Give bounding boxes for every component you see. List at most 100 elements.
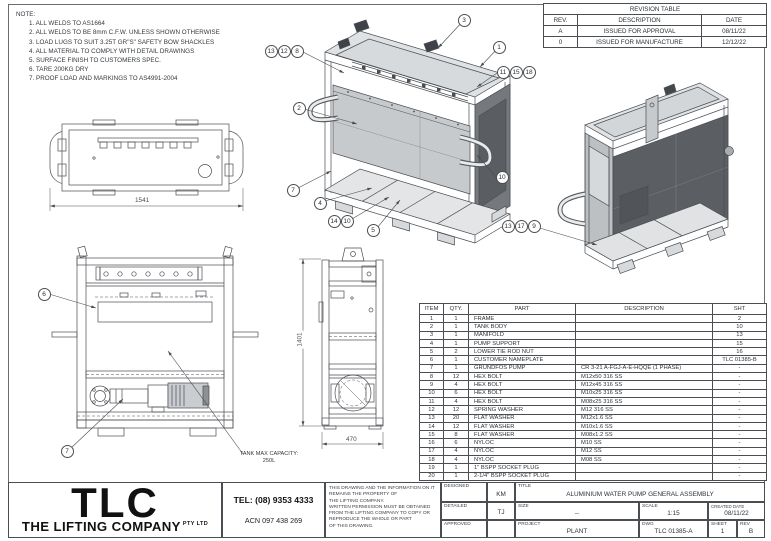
- bom-qty: 1: [443, 471, 469, 481]
- bom-row: 10 6 HEX BOLT M10x25 316 SS -: [419, 388, 767, 398]
- bom-description: M12x45 316 SS: [575, 380, 713, 390]
- balloon-callout: 3: [457, 13, 471, 27]
- qty-col-header: QTY.: [443, 303, 469, 315]
- bom-sht: 16: [712, 347, 767, 357]
- callout-leaders: [48, 19, 598, 455]
- revision-row: A ISSUED FOR APPROVAL 08/11/22: [543, 25, 767, 37]
- bom-sht: -: [712, 380, 767, 390]
- date-col-header: DATE: [701, 14, 767, 26]
- bom-qty: 1: [443, 338, 469, 349]
- revision-row: 0 ISSUED FOR MANUFACTURE 12/12/22: [543, 36, 767, 48]
- bom-description: [575, 338, 713, 349]
- bom-sht: -: [712, 363, 767, 374]
- bom-part: HEX BOLT: [468, 388, 576, 398]
- balloon-callout: 2: [292, 101, 306, 115]
- sheet-number: 1: [720, 528, 725, 535]
- scale-label: SCALE: [642, 504, 658, 509]
- bom-part: FRAME: [468, 313, 576, 324]
- bom-qty: 1: [443, 363, 469, 374]
- bom-part: HEX BOLT: [468, 396, 576, 407]
- note-item: 1. ALL WELDS TO AS1664: [29, 20, 105, 28]
- bom-description: M12x1.6 SS: [575, 413, 713, 423]
- bom-sht: -: [712, 430, 767, 440]
- bom-qty: 1: [443, 463, 469, 473]
- balloon-callout: 17: [514, 219, 528, 233]
- bom-part: PUMP SUPPORT: [468, 338, 576, 349]
- bom-description: CR 3-21 A-FGJ-A-E-HQQE (1 PHASE): [575, 363, 713, 374]
- scale-value: 1:15: [667, 510, 680, 517]
- bom-row: 6 1 CUSTOMER NAMEPLATE TLC 01385-B: [419, 355, 767, 365]
- bom-sht: -: [712, 413, 767, 423]
- description-col-header: DESCRIPTION: [575, 303, 713, 315]
- bom-row: 19 1 1" BSPP SOCKET PLUG -: [419, 463, 767, 473]
- note-item: 4. ALL MATERIAL TO COMPLY WITH DETAIL DR…: [29, 47, 195, 55]
- bom-part: 2-1/4" BSPP SOCKET PLUG: [468, 471, 576, 481]
- created-date-value: 08/11/22: [724, 510, 749, 517]
- bom-row: 3 1 MANIFOLD 13: [419, 330, 767, 340]
- detailed-value: TJ: [497, 509, 505, 516]
- bom-description: [575, 471, 713, 481]
- project-value: PLANT: [566, 528, 588, 535]
- balloon-callout: 6: [37, 287, 51, 301]
- balloon-callout: 13: [501, 219, 515, 233]
- note-item: 2. ALL WELDS TO BE 8mm C.F.W. UNLESS SHO…: [29, 29, 220, 37]
- bom-row: 12 12 SPRING WASHER M12 316 SS -: [419, 405, 767, 415]
- note-item: 5. SURFACE FINISH TO CUSTOMERS SPEC.: [29, 57, 161, 65]
- bom-qty: 2: [443, 347, 469, 357]
- scale-cell: SCALE 1:15: [639, 502, 708, 520]
- bom-table: ITEM QTY. PART DESCRIPTION SHT 1 1 FRAME…: [419, 303, 767, 481]
- bom-description: M08 SS: [575, 455, 713, 465]
- bom-part: NYLOC: [468, 438, 576, 448]
- balloon-callout: 11: [496, 65, 510, 79]
- bom-part: NYLOC: [468, 446, 576, 457]
- bom-description: M08x1.2 SS: [575, 430, 713, 440]
- bom-description: M10x25 316 SS: [575, 388, 713, 398]
- approved-label: APPROVED: [444, 522, 471, 527]
- disclaimer-line: WRITTEN PERMISSION MUST BE OBTAINED: [329, 504, 431, 510]
- view-side: [299, 247, 384, 449]
- bom-sht: -: [712, 372, 767, 382]
- view-isometric-main: [307, 19, 511, 246]
- bom-row: 9 4 HEX BOLT M12x45 316 SS -: [419, 380, 767, 390]
- size-label: SIZE: [518, 504, 529, 509]
- project-cell: PROJECT PLANT: [515, 520, 639, 538]
- balloon-callout: 7: [286, 183, 300, 197]
- balloon-callout: 1: [492, 40, 506, 54]
- approved-label-cell: APPROVED: [441, 520, 487, 538]
- phone-number: TEL: (08) 9353 4333: [233, 494, 314, 505]
- bom-part: SPRING WASHER: [468, 405, 576, 415]
- bom-item: 20: [419, 471, 444, 481]
- designed-value-cell: KM: [487, 482, 515, 502]
- bom-sht: -: [712, 463, 767, 473]
- rev-cell: REV B: [737, 520, 765, 538]
- dimension-side-width: 470: [344, 436, 359, 443]
- bom-row: 16 6 NYLOC M10 SS -: [419, 438, 767, 448]
- bom-qty: 1: [443, 355, 469, 365]
- bom-part: NYLOC: [468, 455, 576, 465]
- bom-item: 14: [419, 421, 444, 432]
- bom-part: TANK BODY: [468, 322, 576, 332]
- bom-qty: 4: [443, 380, 469, 390]
- bom-row: 7 1 GRUNDFOS PUMP CR 3-21 A-FGJ-A-E-HQQE…: [419, 363, 767, 374]
- bom-item: 5: [419, 347, 444, 357]
- bom-sht: -: [712, 455, 767, 465]
- rev-col-header: REV.: [543, 14, 578, 26]
- bom-row: 2 1 TANK BODY 10: [419, 322, 767, 332]
- bom-item: 6: [419, 355, 444, 365]
- bom-item: 7: [419, 363, 444, 374]
- disclaimer-line: OF THIS DRAWING.: [329, 523, 374, 529]
- bom-description: M10 SS: [575, 438, 713, 448]
- balloon-callout: 12: [277, 44, 291, 58]
- note-item: 3. LOAD LUGS TO SUIT 3.25T GR"S" SAFETY …: [29, 38, 215, 46]
- bom-sht: -: [712, 388, 767, 398]
- bom-description: M10x1.6 SS: [575, 421, 713, 432]
- bom-qty: 12: [443, 421, 469, 432]
- bom-item: 13: [419, 413, 444, 423]
- drawing-title: ALUMINIUM WATER PUMP GENERAL ASSEMBLY: [566, 491, 714, 498]
- bom-part: FLAT WASHER: [468, 421, 576, 432]
- company-logo: TLC: [71, 479, 159, 526]
- item-col-header: ITEM: [419, 303, 444, 315]
- disclaimer-line: THE LIFTING COMPANY.: [329, 498, 385, 504]
- created-date-cell: CREATED DATE 08/11/22: [708, 502, 765, 520]
- disclaimer-cell: THIS DRAWING AND THE INFORMATION ON IT R…: [325, 482, 441, 538]
